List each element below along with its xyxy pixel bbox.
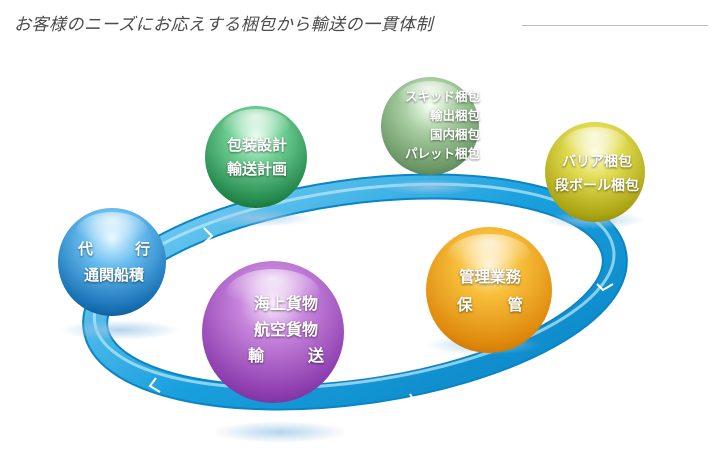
node-storage-line2-right: 管 [507,296,523,314]
node-barrier-line2: 段ボール梱包 [555,178,639,194]
node-transport-line1: 海上貨物 [253,294,318,313]
arrow-icon [407,393,418,407]
node-skid-line4: パレット梱包 [404,146,480,161]
node-design-line2: 輸送計画 [226,160,287,178]
arrow-icon [148,377,161,393]
sphere-skid [381,77,479,175]
headline-divider [522,25,708,26]
node-transport-line2: 航空貨物 [253,320,318,339]
node-agency-line1-left: 代 [78,240,94,258]
headline: お客様のニーズにお応えする梱包から輸送の一貫体制 [14,15,434,35]
node-transport-line3-left: 輸 [248,346,265,365]
sphere-storage [426,227,552,353]
sphere-transport [202,261,344,403]
node-barrier-label: バリア梱包 段ボール梱包 [549,150,645,198]
sphere-design [205,106,307,208]
node-storage-line2-left: 保 [457,296,473,314]
node-transport-label: 海上貨物 航空貨物 輸 送 [244,291,328,369]
node-transport-line3-right: 送 [307,346,324,365]
node-skid-line1: スキッド梱包 [404,89,480,104]
node-storage-line1: 管理業務 [458,268,521,286]
node-agency-line2: 通関船積 [83,266,144,284]
node-skid-label: スキッド梱包 輸出梱包 国内梱包 パレット梱包 [386,87,480,163]
node-barrier-line1: バリア梱包 [562,154,632,170]
arrow-icon [203,227,214,244]
node-agency-line1-right: 行 [134,240,150,258]
arrow-icon [596,283,614,292]
node-skid-line2: 輸出梱包 [429,108,480,123]
node-design-label: 包装設計 輸送計画 [219,133,295,181]
cycle-arrow-icons [148,227,614,407]
node-agency-label: 代 行 通関船積 [78,236,150,288]
node-storage-label: 管理業務 保 管 [451,263,529,319]
node-design-line1: 包装設計 [226,136,287,154]
node-skid-line3: 国内梱包 [429,127,480,142]
sphere-barrier [545,122,645,222]
sphere-agency [58,208,166,316]
